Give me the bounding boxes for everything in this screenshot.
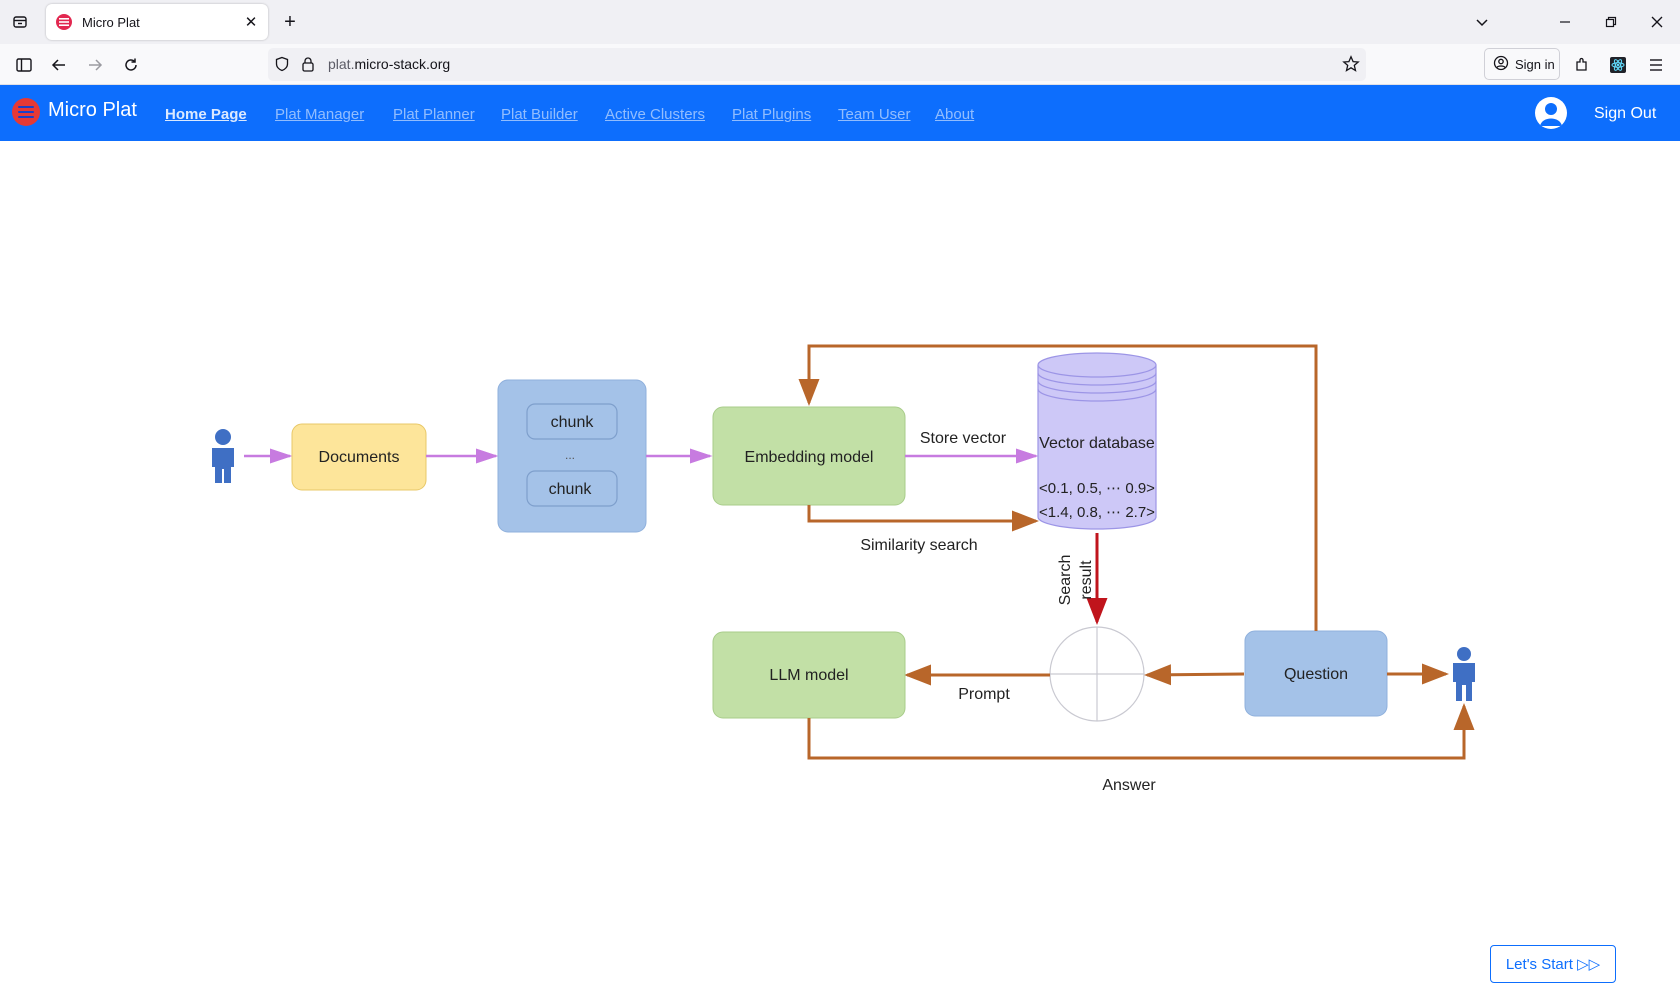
chunk-box-top [526, 403, 618, 440]
nav-home-page[interactable]: Home Page [165, 106, 247, 123]
vector-row-1: <0.1, 0.5, ⋯ 0.9> [1039, 480, 1155, 497]
sign-in-button[interactable]: Sign in [1484, 48, 1560, 80]
browser-tab-active[interactable]: Micro Plat ✕ [46, 4, 268, 40]
arrow-question-to-embedding [798, 344, 1318, 631]
answer-label: Answer [1102, 777, 1156, 794]
prompt-combiner-node [1049, 626, 1145, 722]
arrow-answer [807, 703, 1475, 760]
app-navbar: Micro Plat Home Page Plat Manager Plat P… [0, 85, 1680, 141]
minimize-icon[interactable] [1553, 10, 1577, 34]
url-subdomain: plat. [328, 56, 355, 72]
new-tab-icon[interactable]: + [284, 10, 296, 33]
reload-icon[interactable] [118, 52, 144, 78]
documents-label: Documents [319, 449, 400, 466]
nav-active-clusters[interactable]: Active Clusters [605, 106, 706, 123]
close-window-icon[interactable] [1645, 10, 1669, 34]
account-icon [1493, 55, 1509, 74]
forward-arrow-icon[interactable] [82, 52, 108, 78]
search-result-label-1: Search [1057, 555, 1074, 606]
sidebar-toggle-icon[interactable] [11, 52, 37, 78]
brand-logo-icon[interactable] [12, 98, 40, 126]
site-favicon-icon [56, 14, 72, 30]
nav-team-user[interactable]: Team User [838, 106, 911, 123]
user-avatar-icon[interactable] [1535, 97, 1567, 129]
back-arrow-icon[interactable] [46, 52, 72, 78]
nav-plat-plugins[interactable]: Plat Plugins [732, 106, 812, 123]
vector-database-label: Vector database [1039, 435, 1155, 452]
sign-out-link[interactable]: Sign Out [1594, 105, 1657, 122]
arrow-similarity-search [807, 505, 1039, 532]
rag-architecture-diagram: Documents chunk ... chunk Embedding mode… [190, 335, 1490, 805]
nav-plat-manager[interactable]: Plat Manager [275, 106, 365, 123]
question-label: Question [1284, 666, 1348, 683]
react-devtools-icon[interactable] [1605, 52, 1631, 78]
vector-row-2: <1.4, 0.8, ⋯ 2.7> [1039, 504, 1155, 521]
nav-plat-planner[interactable]: Plat Planner [393, 106, 475, 123]
list-all-tabs-icon[interactable] [1470, 10, 1494, 34]
url-domain: micro-stack.org [354, 56, 451, 72]
address-bar[interactable]: plat.micro-stack.org [268, 48, 1366, 81]
chunk-label-top: chunk [551, 414, 595, 431]
lock-icon[interactable] [301, 56, 315, 77]
search-result-label-2: result [1078, 560, 1095, 600]
tracking-shield-icon[interactable] [274, 56, 290, 77]
sign-in-label: Sign in [1515, 56, 1555, 72]
close-tab-icon[interactable]: ✕ [244, 14, 258, 31]
chunk-label-bottom: chunk [549, 481, 593, 498]
browser-toolbar: plat.micro-stack.org Sign in [0, 44, 1680, 85]
store-vector-label: Store vector [920, 430, 1007, 447]
bookmark-star-icon[interactable] [1342, 55, 1360, 78]
app-menu-icon[interactable] [1643, 52, 1669, 78]
tab-title: Micro Plat [82, 14, 140, 30]
chunk-box-bottom [526, 470, 618, 507]
restore-icon[interactable] [1599, 10, 1623, 34]
browser-tab-bar: Micro Plat ✕ + [0, 0, 1680, 44]
extensions-icon[interactable] [1569, 52, 1595, 78]
tab-list-icon[interactable] [8, 10, 32, 34]
llm-model-label: LLM model [769, 667, 848, 684]
prompt-label: Prompt [958, 686, 1010, 703]
nav-plat-builder[interactable]: Plat Builder [501, 106, 578, 123]
lets-start-button[interactable]: Let's Start ▷▷ [1490, 945, 1616, 983]
embedding-model-label: Embedding model [745, 449, 874, 466]
nav-about[interactable]: About [935, 106, 975, 123]
vector-database-node [1037, 352, 1157, 530]
url-text[interactable]: plat.micro-stack.org [328, 56, 450, 72]
similarity-search-label: Similarity search [860, 537, 977, 554]
arrow-question-to-combiner [1144, 664, 1245, 686]
end-user-person-icon [1453, 647, 1475, 701]
user-person-icon [212, 429, 234, 483]
chunk-ellipsis: ... [565, 448, 575, 462]
brand-name[interactable]: Micro Plat [48, 99, 137, 121]
